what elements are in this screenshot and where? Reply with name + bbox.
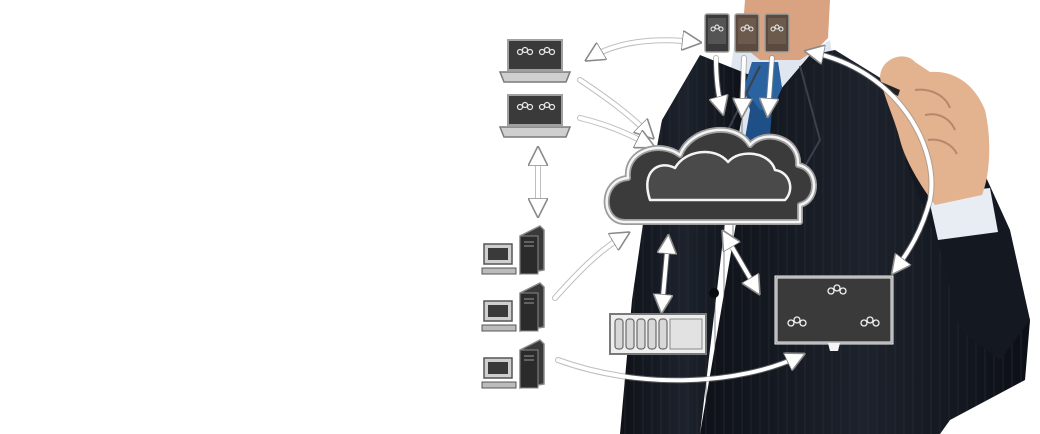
desktop-computer-icon [481,225,545,275]
smartphone-icon [704,13,730,53]
users-group-icon [516,101,556,111]
laptop-icon [498,94,572,138]
monitor-icon [774,275,894,351]
desktop-computer-icon [481,339,545,389]
smartphone-icon [764,13,790,53]
users-group-icon [787,284,880,327]
users-group-icon [516,46,556,56]
smartphone-icon [734,13,760,53]
connection-arrows [538,40,935,384]
coat-button [709,288,719,298]
server-rack-icon [609,313,707,355]
cloud-icon [603,127,817,225]
desktop-computer-icon [481,282,545,332]
laptop-icon [498,39,572,83]
